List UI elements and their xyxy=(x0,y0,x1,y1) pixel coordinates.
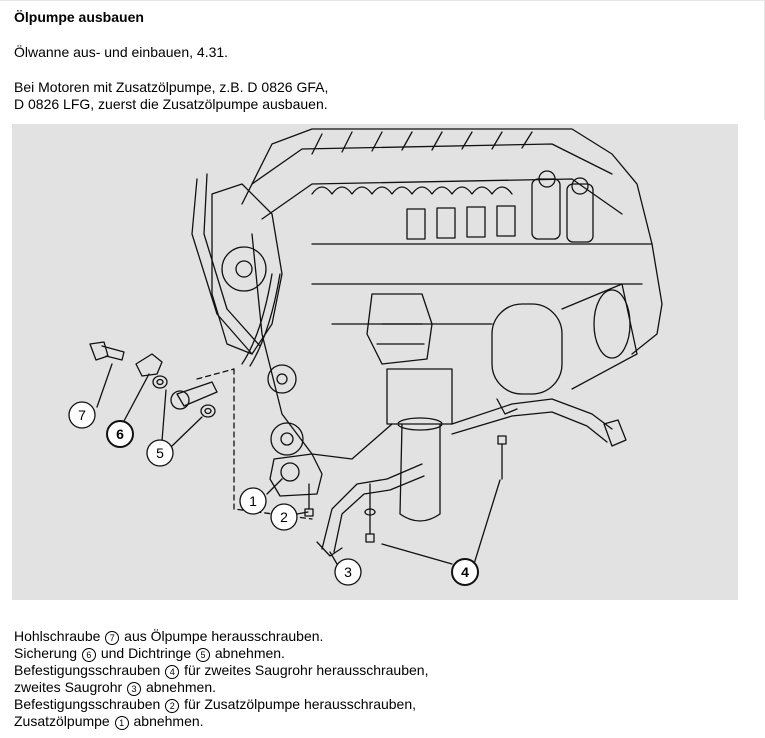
callout-6-circle xyxy=(106,420,134,448)
step-line-3: Befestigungsschrauben 4 für zweites Saug… xyxy=(14,662,429,679)
reference-line: Ölwanne aus- und einbauen, 4.31. xyxy=(14,44,229,60)
step-number-circle: 1 xyxy=(114,716,129,730)
callout-6: 6 xyxy=(116,426,124,442)
callout-3: 3 xyxy=(344,564,352,580)
callout-7-circle xyxy=(68,401,96,429)
instruction-steps: Hohlschraube 7 aus Ölpumpe herausschraub… xyxy=(14,628,428,730)
callout-7: 7 xyxy=(78,407,86,423)
callout-1: 1 xyxy=(249,493,257,509)
step-number-circle: 5 xyxy=(196,648,210,662)
callout-1-circle xyxy=(239,487,267,515)
callout-5: 5 xyxy=(156,445,164,461)
engine-illustration: 1 2 3 4 5 6 7 xyxy=(12,124,738,600)
callout-3-circle xyxy=(334,558,362,586)
step-number-circle: 4 xyxy=(165,665,180,679)
step-line-2: Sicherung 6 und Dichtringe 5 abnehmen. xyxy=(14,645,285,662)
callout-4-circle xyxy=(451,558,479,586)
step-line-5: Befestigungsschrauben 2 für Zusatzölpump… xyxy=(14,696,417,713)
intro-line-2: D 0826 LFG, zuerst die Zusatzölpumpe aus… xyxy=(14,96,328,112)
step-line-4: zweites Saugrohr 3 abnehmen. xyxy=(14,679,217,696)
step-number-circle: 7 xyxy=(105,631,120,645)
intro-paragraph: Bei Motoren mit Zusatzölpumpe, z.B. D 08… xyxy=(14,79,328,113)
step-line-1: Hohlschraube 7 aus Ölpumpe herausschraub… xyxy=(14,628,324,645)
page-title: Ölpumpe ausbauen xyxy=(14,9,144,25)
callout-5-circle xyxy=(146,439,174,467)
engine-drawing: 1 2 3 4 5 6 7 xyxy=(68,128,663,586)
step-number-circle: 2 xyxy=(165,699,180,713)
callout-2: 2 xyxy=(280,509,288,525)
callout-2-circle xyxy=(270,503,298,531)
step-line-6: Zusatzölpumpe 1 abnehmen. xyxy=(14,713,204,730)
step-number-circle: 6 xyxy=(81,648,96,662)
intro-line-1: Bei Motoren mit Zusatzölpumpe, z.B. D 08… xyxy=(14,79,329,95)
callout-4: 4 xyxy=(461,564,469,580)
step-number-circle: 3 xyxy=(127,682,142,696)
